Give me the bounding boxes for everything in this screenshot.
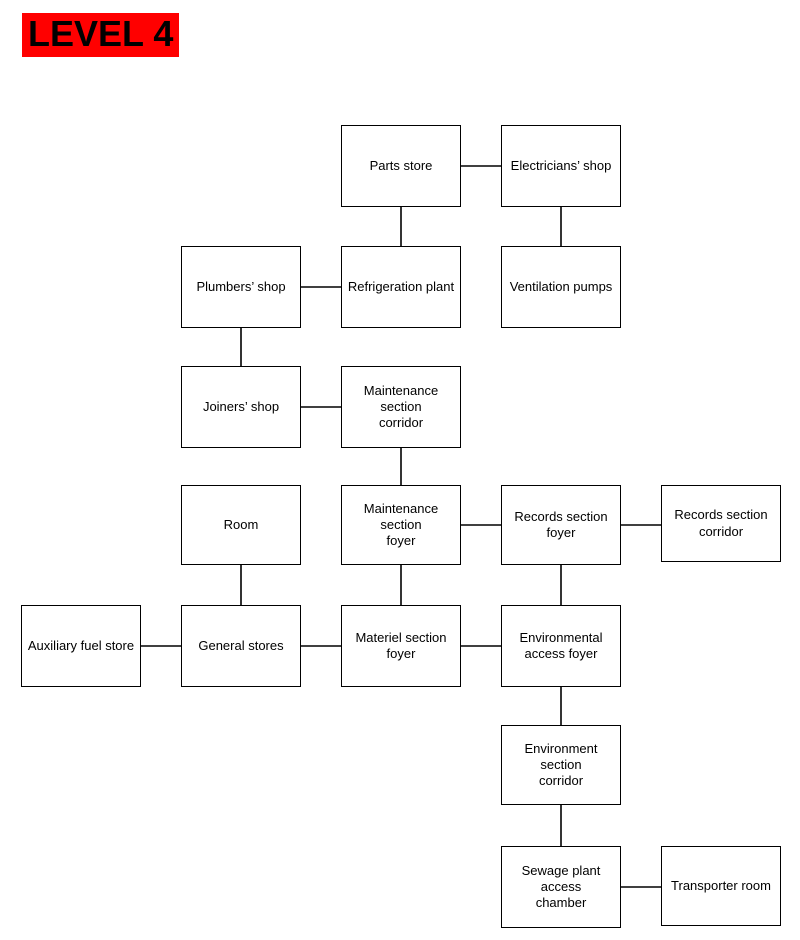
room-node-maintenance-corridor[interactable]: Maintenance section corridor (341, 366, 461, 448)
room-node-joiners-shop[interactable]: Joiners’ shop (181, 366, 301, 448)
room-node-plumbers-shop[interactable]: Plumbers’ shop (181, 246, 301, 328)
room-label: Records section corridor (674, 507, 768, 539)
room-label: Records section foyer (514, 508, 608, 540)
room-node-parts-store[interactable]: Parts store (341, 125, 461, 207)
room-node-materiel-foyer[interactable]: Materiel section foyer (341, 605, 461, 687)
room-label: Room (223, 516, 259, 532)
room-label: Ventilation pumps (509, 278, 613, 294)
room-node-general-stores[interactable]: General stores (181, 605, 301, 687)
room-node-transporter-room[interactable]: Transporter room (661, 846, 781, 926)
room-node-environmental-access-foyer[interactable]: Environmental access foyer (501, 605, 621, 687)
room-label: Parts store (369, 157, 433, 173)
room-label: Environmental access foyer (519, 629, 603, 661)
room-node-ventilation-pumps[interactable]: Ventilation pumps (501, 246, 621, 328)
room-node-records-corridor[interactable]: Records section corridor (661, 485, 781, 562)
room-label: Auxiliary fuel store (27, 637, 135, 653)
level-title: LEVEL 4 (22, 13, 180, 57)
room-node-maintenance-foyer[interactable]: Maintenance section foyer (341, 485, 461, 565)
room-node-refrigeration-plant[interactable]: Refrigeration plant (341, 246, 461, 328)
room-label: Maintenance section foyer (363, 500, 439, 549)
room-label: Plumbers’ shop (196, 278, 286, 294)
room-node-room[interactable]: Room (181, 485, 301, 565)
room-node-records-foyer[interactable]: Records section foyer (501, 485, 621, 565)
room-node-environment-corridor[interactable]: Environment section corridor (501, 725, 621, 805)
room-label: Maintenance section corridor (363, 382, 439, 431)
room-label: Materiel section foyer (355, 629, 447, 661)
room-label: Joiners’ shop (202, 398, 280, 414)
room-label: Electricians’ shop (510, 157, 612, 173)
room-label: Environment section corridor (524, 740, 598, 789)
room-node-auxiliary-fuel-store[interactable]: Auxiliary fuel store (21, 605, 141, 687)
room-label: Transporter room (671, 877, 771, 893)
room-node-sewage-plant-chamber[interactable]: Sewage plant access chamber (501, 846, 621, 928)
room-node-electricians-shop[interactable]: Electricians’ shop (501, 125, 621, 207)
room-label: Refrigeration plant (347, 278, 455, 294)
room-label: Sewage plant access chamber (521, 862, 601, 911)
room-label: General stores (198, 637, 284, 653)
